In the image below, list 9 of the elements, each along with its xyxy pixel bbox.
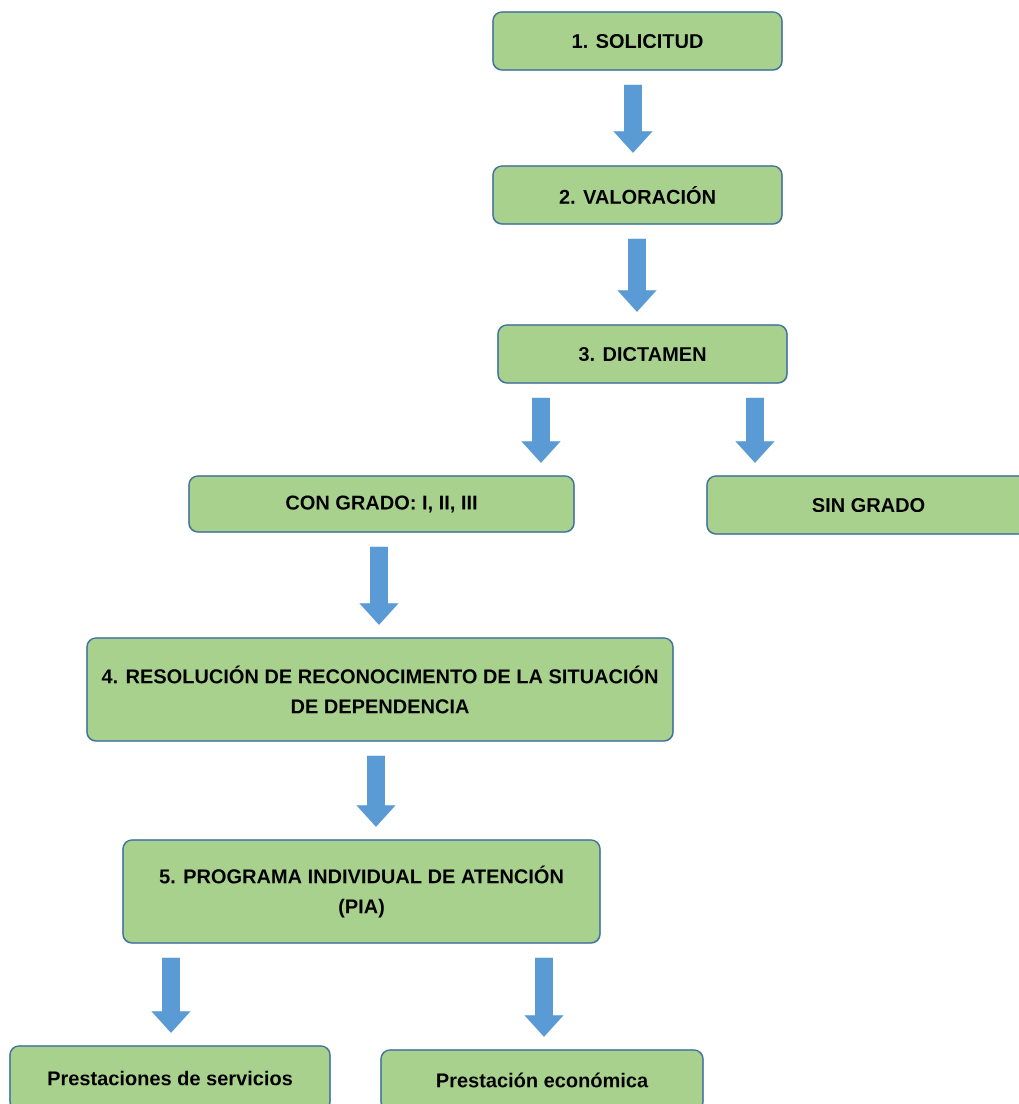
process-box: Prestaciones de servicios: [9, 1045, 331, 1104]
process-box: SIN GRADO: [706, 475, 1019, 535]
process-box: 2. VALORACIÓN: [492, 165, 783, 225]
process-box: CON GRADO: I, II, III: [188, 475, 575, 533]
process-box: 5. PROGRAMA INDIVIDUAL DE ATENCIÓN (PIA): [122, 839, 601, 944]
process-box: Prestación económica: [380, 1049, 704, 1104]
process-box: 1. SOLICITUD: [492, 11, 783, 71]
process-box: 3. DICTAMEN: [497, 324, 788, 384]
process-box: 4. RESOLUCIÓN DE RECONOCIMENTO DE LA SITUACIÓN DE DEPENDENCIA: [86, 637, 674, 742]
